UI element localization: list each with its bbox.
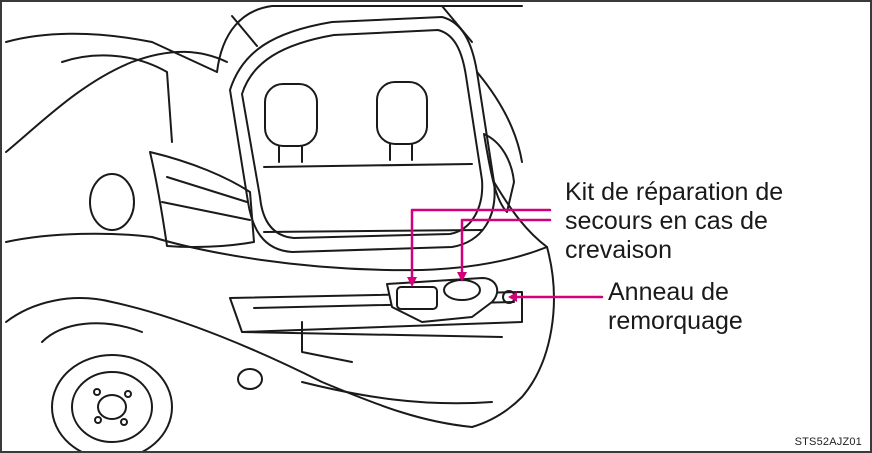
repair-kit-arrow-2 [457,272,467,282]
leader-lines [407,208,604,302]
repair-kit-illustration [386,277,499,323]
towing-eyelet-callout: Anneau de remorquage [608,278,743,336]
repair-kit-callout: Kit de réparation de secours en cas de c… [565,178,783,265]
repair-kit-leader-2 [460,218,552,274]
repair-kit-leader-1 [410,208,552,279]
figure-code: STS52AJZ01 [794,436,862,448]
repair-kit-arrow-1 [407,277,417,287]
headrests [263,81,483,233]
rear-wheel [41,322,173,451]
towing-eyelet-arrow [508,292,517,302]
car-body [5,5,555,428]
towing-eyelet-label-line2: remorquage [608,307,743,335]
taillights [149,133,515,248]
fuel-cap [89,173,135,231]
repair-kit-label-line2: secours en cas de [565,207,768,235]
repair-kit-label-line1: Kit de réparation de [565,178,784,206]
repair-kit-label-line3: crevaison [565,236,672,264]
reflector [237,368,263,390]
towing-eyelet-label-line1: Anneau de [608,278,729,306]
